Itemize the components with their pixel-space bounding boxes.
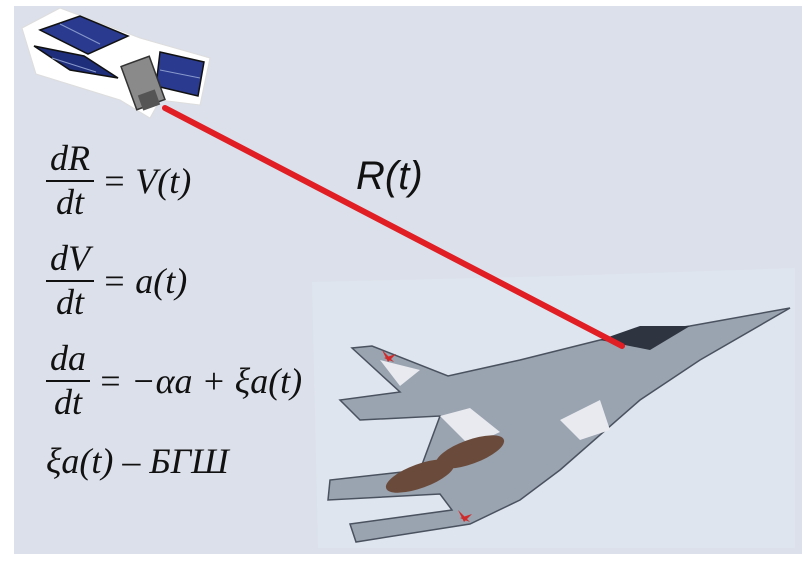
equation-2-numerator: dV: [50, 238, 90, 278]
equation-3-rhs: = −αa + ξa(t): [98, 360, 303, 401]
equation-1-denominator: dt: [55, 181, 84, 222]
equation-4: ξa(t) – БГШ: [46, 440, 229, 482]
fraction-bar: [46, 179, 94, 182]
fraction-bar: [46, 279, 94, 282]
equation-2-fraction: dV dt: [46, 238, 94, 322]
equation-1-fraction: dR dt: [46, 138, 94, 222]
equation-2-denominator: dt: [55, 281, 84, 322]
fraction-bar: [46, 379, 90, 382]
equation-2-rhs: = a(t): [102, 260, 188, 301]
satellite-icon: [21, 7, 211, 119]
equation-3: da dt = −αa + ξa(t): [46, 338, 303, 422]
range-line: [162, 105, 625, 349]
equation-3-denominator: dt: [53, 381, 82, 422]
equation-4-text: ξa(t) – БГШ: [46, 441, 229, 481]
equation-3-numerator: da: [50, 338, 86, 378]
equation-1-numerator: dR: [50, 138, 90, 178]
equation-1: dR dt = V(t): [46, 138, 192, 222]
equation-1-rhs: = V(t): [102, 160, 192, 201]
equation-2: dV dt = a(t): [46, 238, 188, 322]
fighter-jet-icon: [312, 268, 795, 548]
range-label: R(t): [356, 154, 423, 198]
equation-3-fraction: da dt: [46, 338, 90, 422]
